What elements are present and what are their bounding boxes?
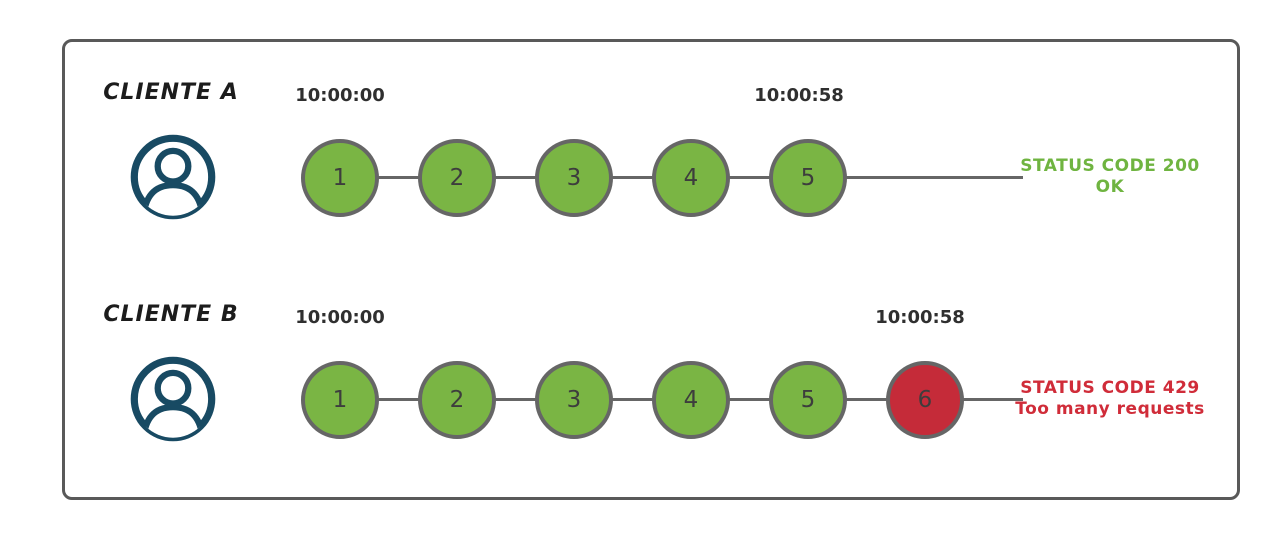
request-circle-6: 6 [886, 361, 964, 439]
request-circle-3: 3 [535, 139, 613, 217]
end-time-label: 10:00:58 [875, 307, 965, 328]
request-circle-2: 2 [418, 139, 496, 217]
request-circle-2: 2 [418, 361, 496, 439]
request-circle-4: 4 [652, 139, 730, 217]
status-desc-text: OK [1095, 177, 1125, 197]
request-circle-1: 1 [301, 139, 379, 217]
end-time-label: 10:00:58 [754, 85, 844, 106]
user-icon [128, 354, 218, 444]
user-icon [128, 132, 218, 222]
status-label: STATUS CODE 429 Too many requests [1015, 378, 1204, 420]
start-time-label: 10:00:00 [295, 85, 385, 106]
request-circle-1: 1 [301, 361, 379, 439]
client-b-label: CLIENTE B [103, 302, 239, 327]
status-code-text: STATUS CODE 429 [1020, 378, 1200, 398]
start-time-label: 10:00:00 [295, 307, 385, 328]
status-label: STATUS CODE 200 OK [1020, 156, 1199, 198]
request-circle-5: 5 [769, 361, 847, 439]
status-desc-text: Too many requests [1015, 399, 1205, 419]
client-a-label: CLIENTE A [103, 80, 239, 105]
request-circle-3: 3 [535, 361, 613, 439]
diagram-border-box [62, 39, 1240, 500]
request-circle-5: 5 [769, 139, 847, 217]
status-code-text: STATUS CODE 200 [1020, 156, 1200, 176]
request-circle-4: 4 [652, 361, 730, 439]
